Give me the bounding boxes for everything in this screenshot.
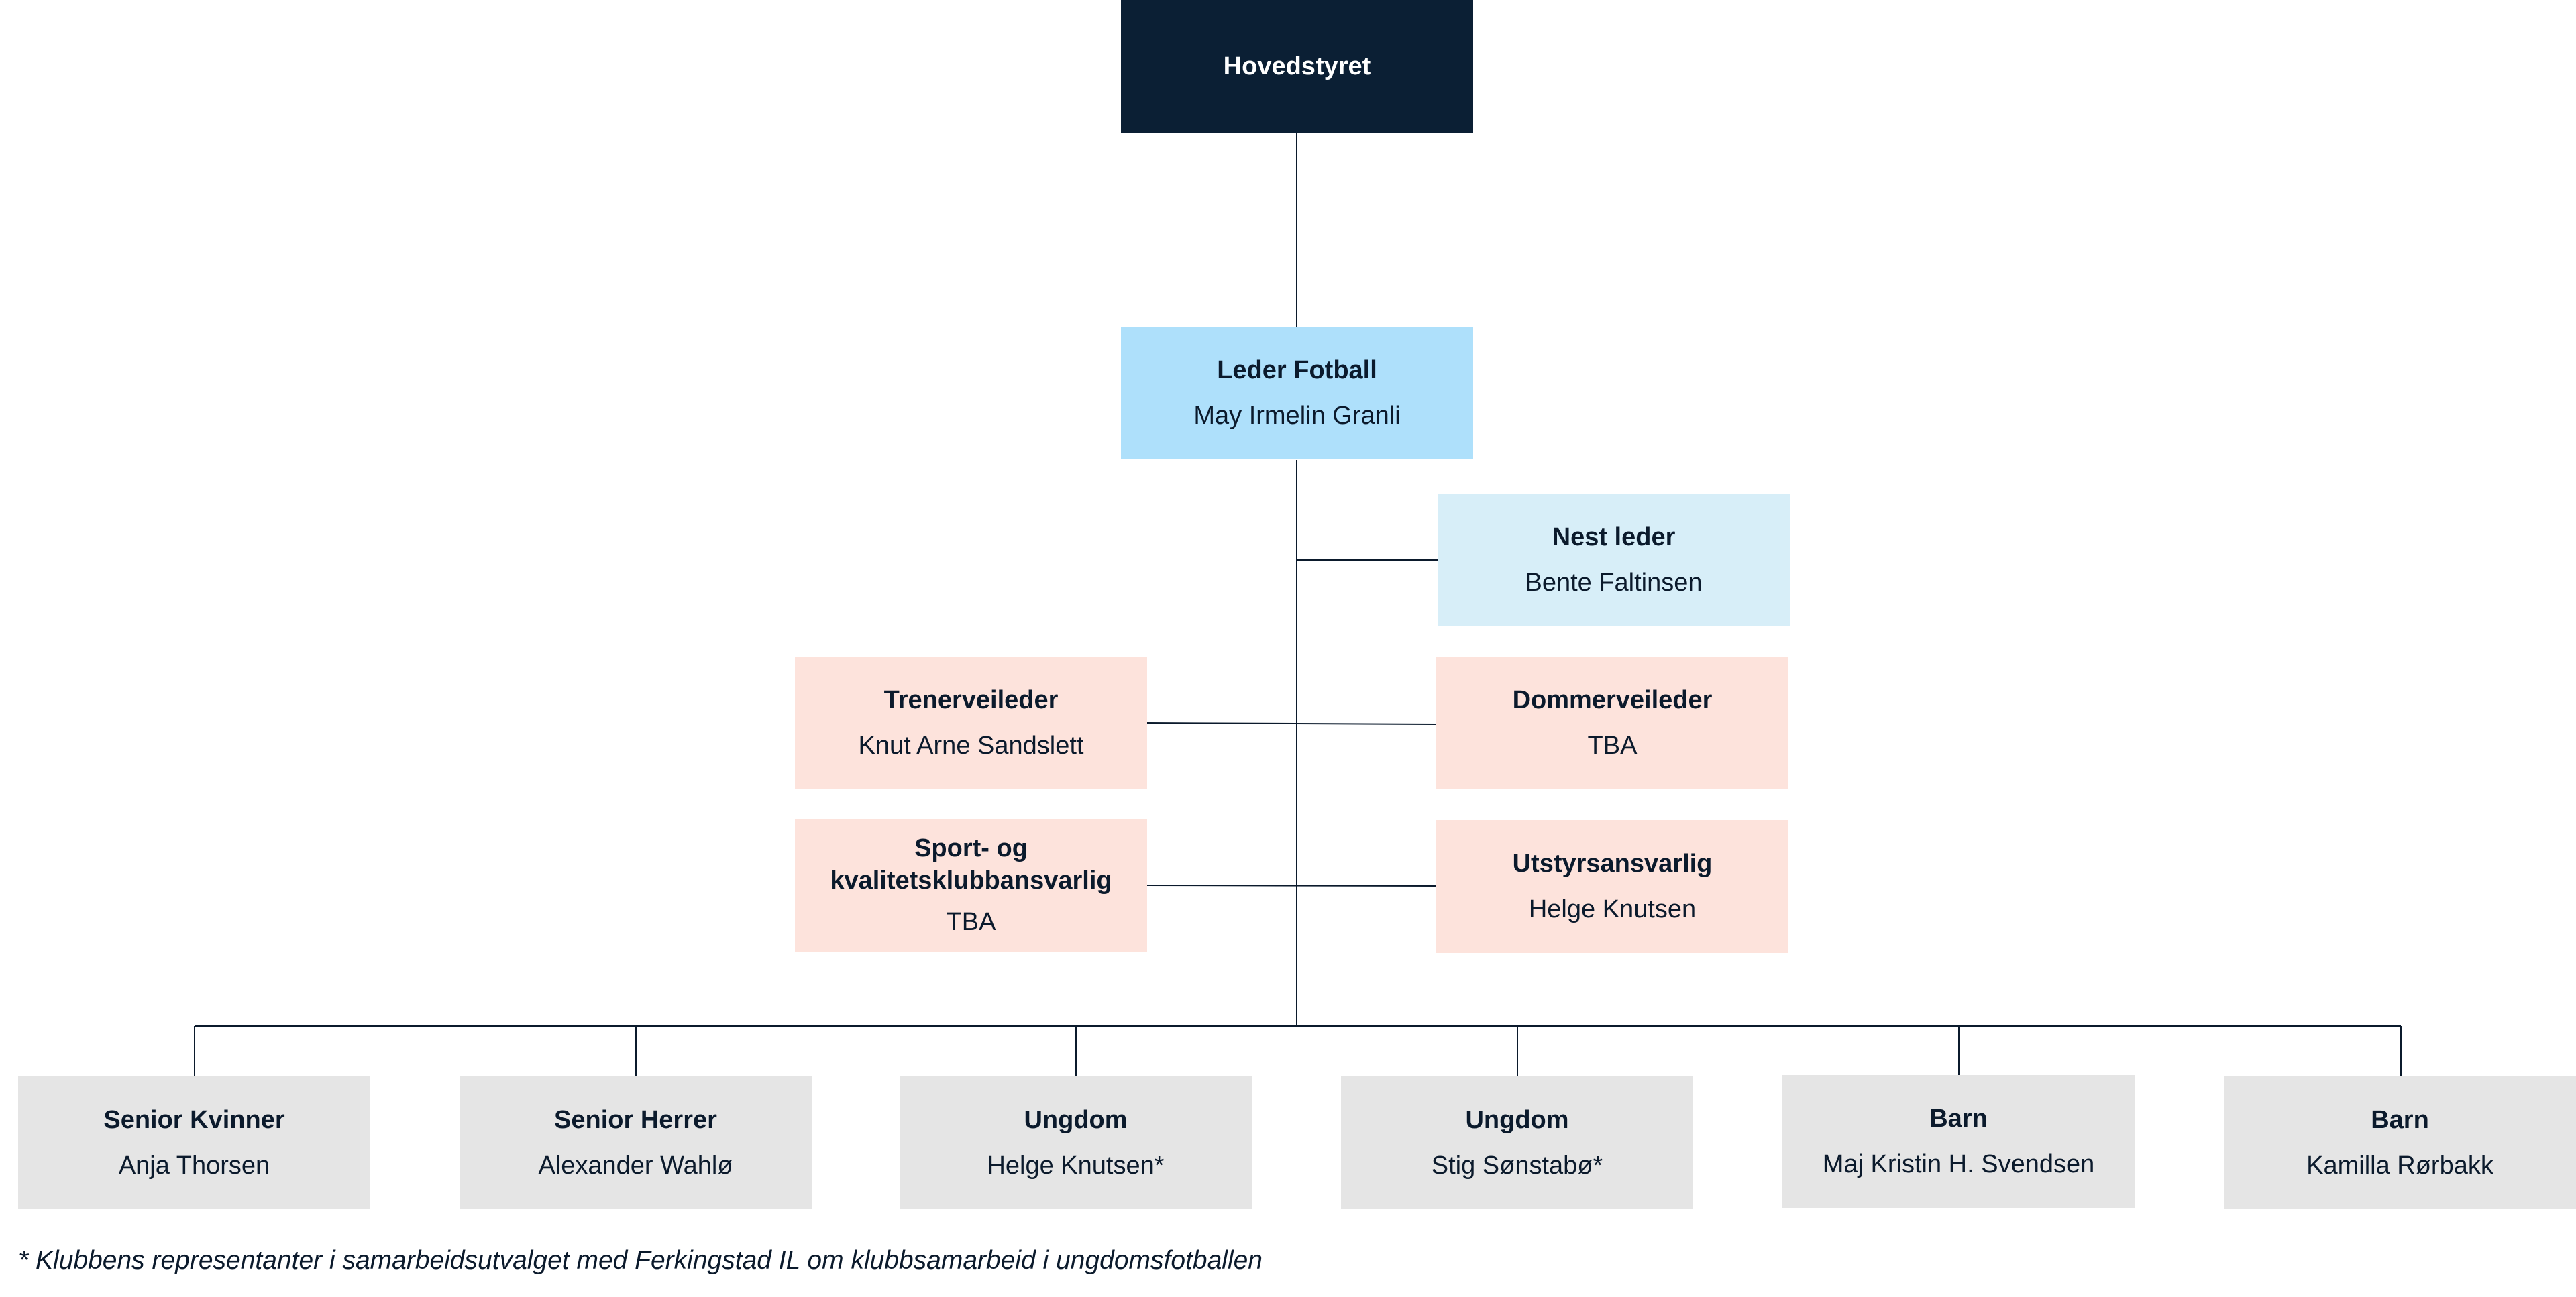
team-name: Maj Kristin H. Svendsen: [1822, 1150, 2095, 1178]
connector-row-advisors-1: [1146, 722, 1437, 725]
team-role: Barn: [2371, 1106, 2429, 1134]
team-name: Kamilla Rørbakk: [2306, 1151, 2493, 1180]
team-role: Barn: [1929, 1105, 1988, 1133]
footnote: * Klubbens representanter i samarbeidsut…: [18, 1246, 1263, 1275]
equipment-lead-name: Helge Knutsen: [1528, 895, 1697, 923]
deputy-node: Nest leder Bente Faltinsen: [1438, 494, 1790, 626]
team-node: Senior Kvinner Anja Thorsen: [18, 1076, 370, 1209]
referee-advisor-role: Dommerveileder: [1512, 686, 1713, 714]
deputy-role: Nest leder: [1552, 523, 1676, 551]
team-name: Alexander Wahlø: [538, 1151, 733, 1180]
deputy-name: Bente Faltinsen: [1525, 569, 1703, 597]
team-node: Ungdom Helge Knutsen*: [900, 1076, 1252, 1209]
equipment-lead-role: Utstyrsansvarlig: [1512, 850, 1713, 878]
board-role: Hovedstyret: [1223, 52, 1371, 80]
board-node: Hovedstyret: [1121, 0, 1473, 133]
leader-node: Leder Fotball May Irmelin Granli: [1121, 327, 1473, 459]
coach-advisor-role: Trenerveileder: [883, 686, 1059, 714]
referee-advisor-node: Dommerveileder TBA: [1436, 657, 1788, 789]
connector-row-advisors-2: [1146, 885, 1437, 887]
team-role: Ungdom: [1465, 1106, 1569, 1134]
referee-advisor-name: TBA: [1587, 732, 1638, 760]
team-name: Stig Sønstabø*: [1431, 1151, 1603, 1180]
team-role: Senior Kvinner: [103, 1106, 285, 1134]
quality-lead-role: Sport- og kvalitetsklubbansvarlig: [830, 834, 1112, 895]
team-name: Anja Thorsen: [118, 1151, 270, 1180]
team-name: Helge Knutsen*: [987, 1151, 1165, 1180]
team-node: Barn Kamilla Rørbakk: [2224, 1076, 2576, 1209]
team-node: Ungdom Stig Sønstabø*: [1341, 1076, 1693, 1209]
quality-lead-node: Sport- og kvalitetsklubbansvarlig TBA: [795, 819, 1147, 952]
team-role: Ungdom: [1024, 1106, 1128, 1134]
coach-advisor-node: Trenerveileder Knut Arne Sandslett: [795, 657, 1147, 789]
equipment-lead-node: Utstyrsansvarlig Helge Knutsen: [1436, 820, 1788, 953]
leader-name: May Irmelin Granli: [1193, 402, 1401, 430]
quality-lead-name: TBA: [946, 908, 996, 936]
team-node: Senior Herrer Alexander Wahlø: [460, 1076, 812, 1209]
leader-role: Leder Fotball: [1217, 356, 1377, 384]
coach-advisor-name: Knut Arne Sandslett: [858, 732, 1084, 760]
team-node: Barn Maj Kristin H. Svendsen: [1782, 1075, 2135, 1208]
team-role: Senior Herrer: [554, 1106, 717, 1134]
